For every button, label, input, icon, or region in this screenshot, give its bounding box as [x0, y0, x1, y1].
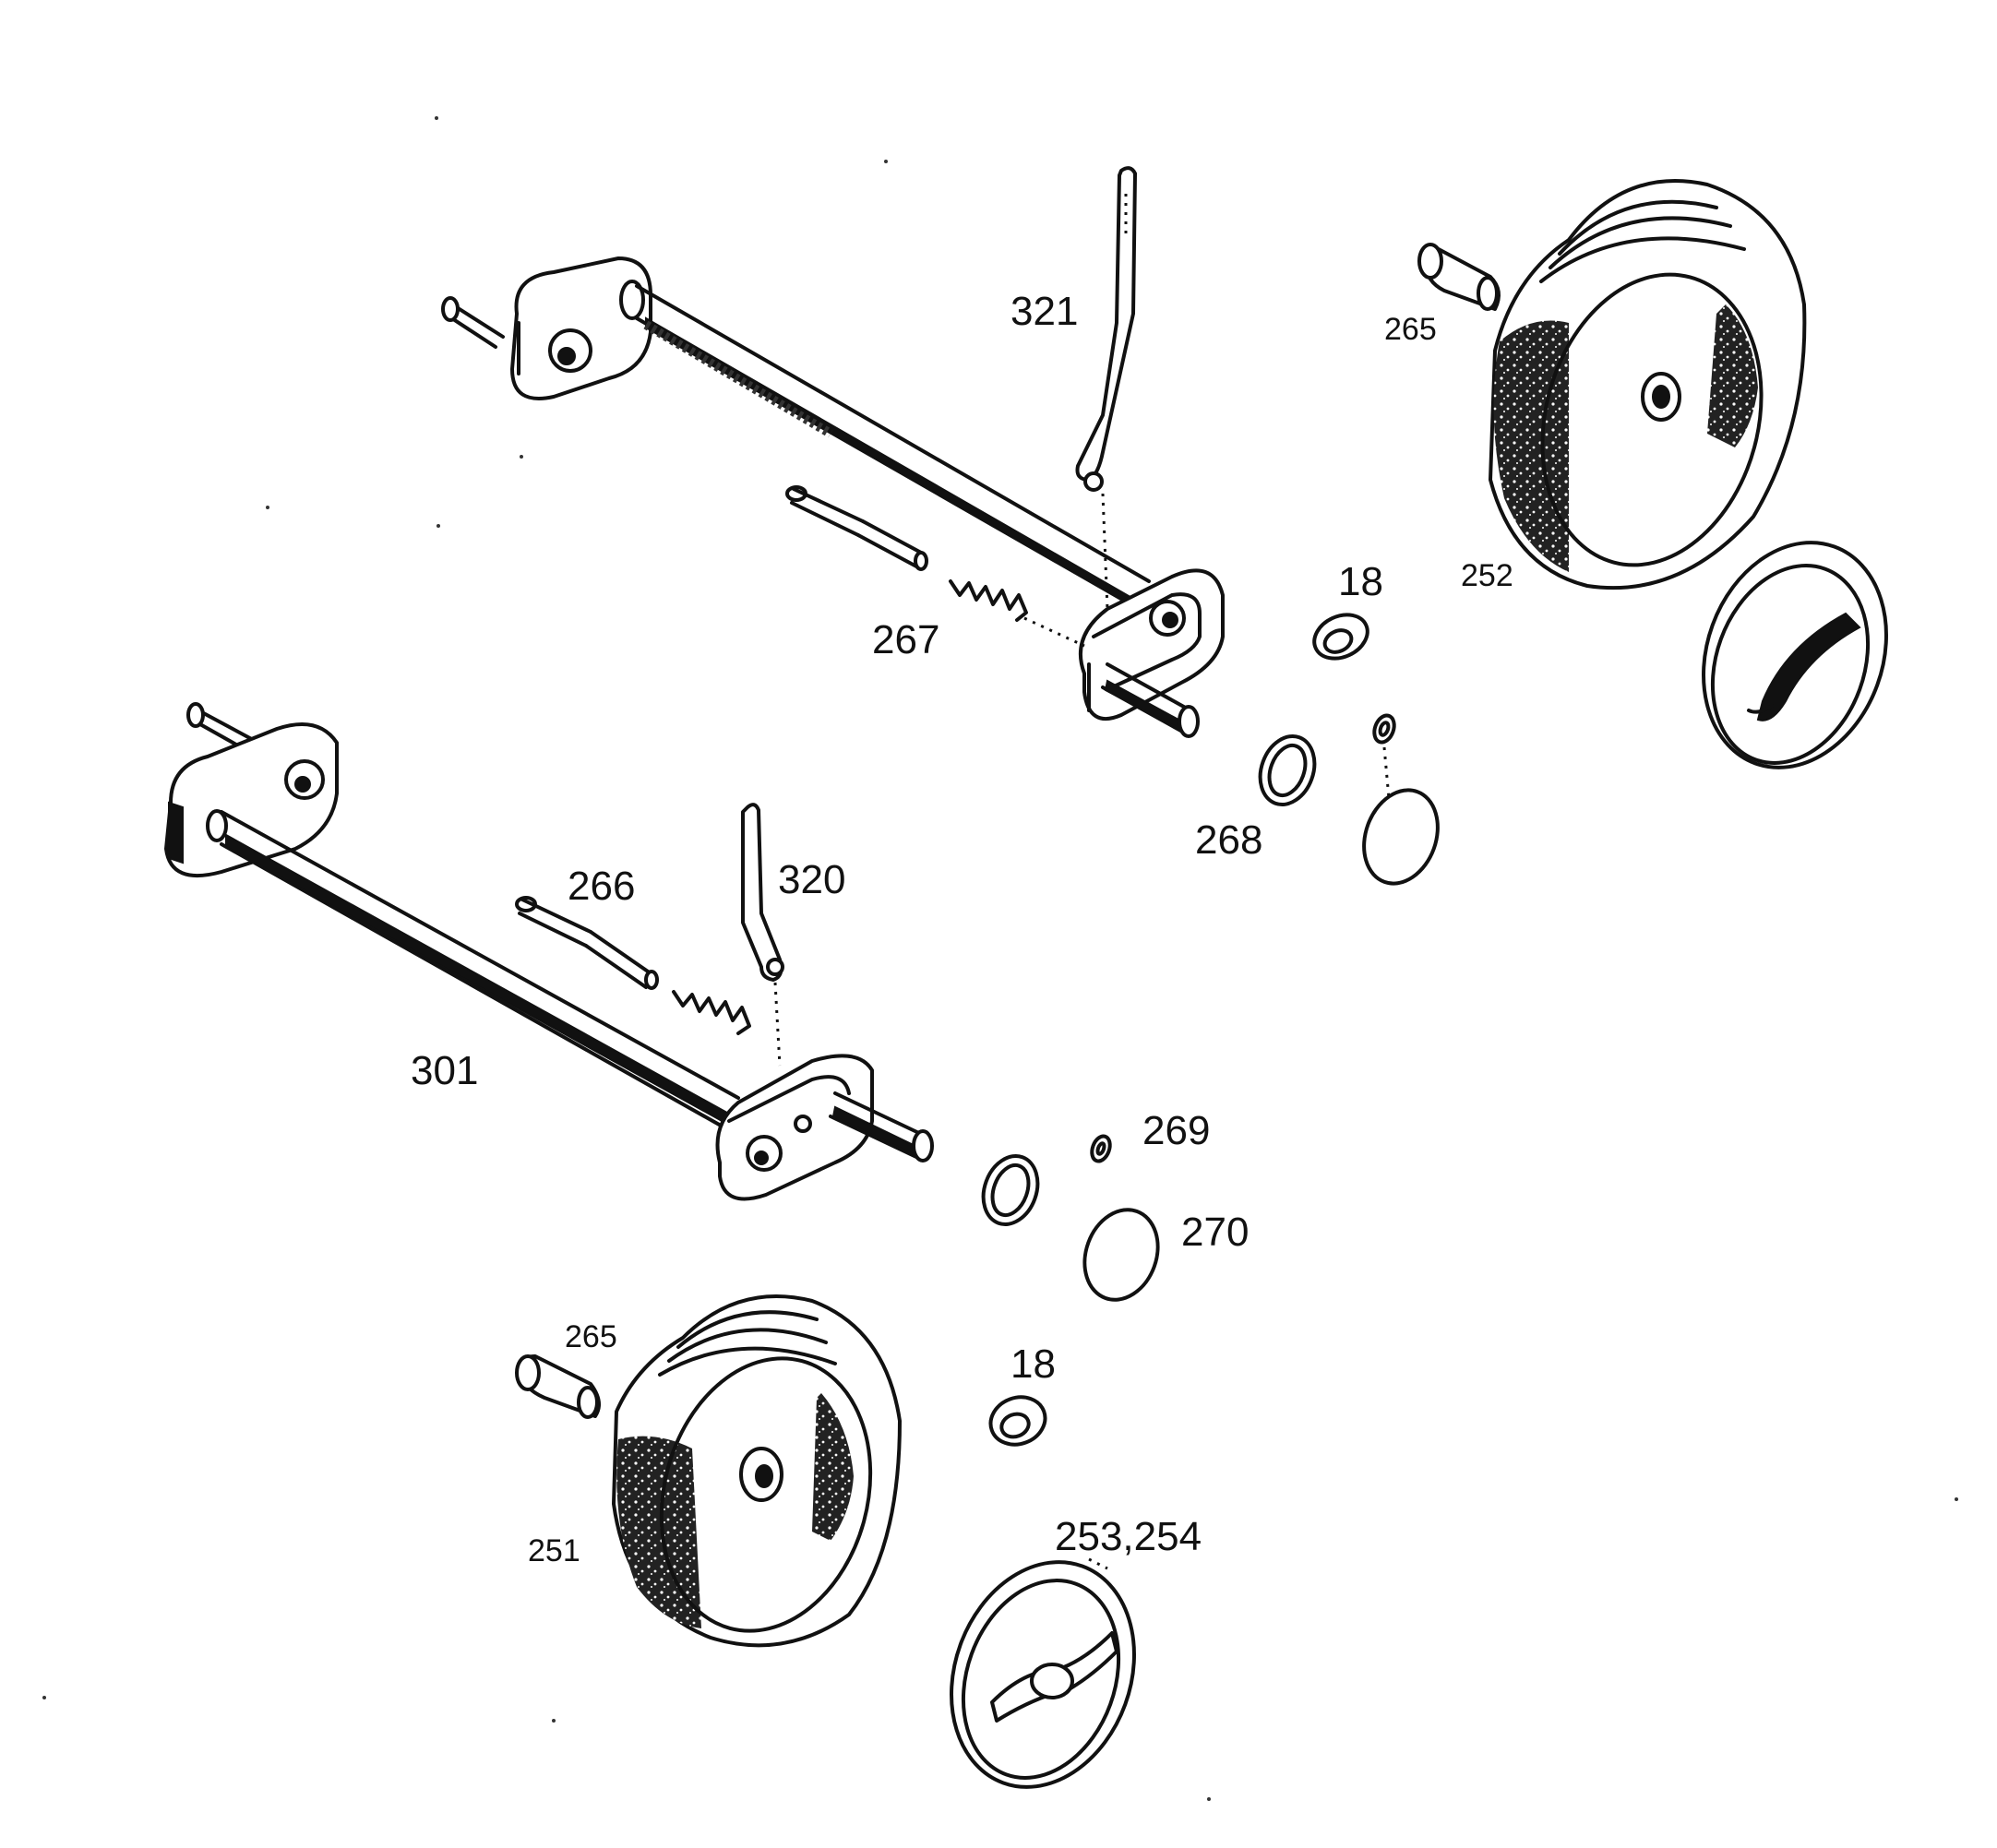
hubcap-upper: [1702, 541, 1888, 769]
label-270: 270: [1181, 1210, 1249, 1255]
label-251: 251: [528, 1533, 580, 1568]
washer-18-upper: [1312, 613, 1369, 661]
washer-18-lower: [988, 1395, 1047, 1447]
label-265-bottom: 265: [565, 1319, 617, 1354]
lower-left-stub-pin: [186, 702, 260, 755]
label-18-top: 18: [1338, 559, 1383, 604]
upper-right-stub-shaft: [1101, 662, 1200, 738]
lower-hinge-pin: [515, 896, 659, 990]
lower-spring: [672, 990, 751, 1035]
lower-axle-assembly: [164, 702, 934, 1201]
part-labels: 321 265 252 18 267 268 266 320 301 269 2…: [411, 289, 1513, 1568]
label-267: 267: [872, 617, 939, 662]
label-18-bottom: 18: [1010, 1341, 1056, 1387]
ring-lower: [981, 1154, 1040, 1226]
lever-320: [741, 803, 784, 1067]
upper-hinge-pin: [785, 485, 928, 571]
label-265-top: 265: [1384, 312, 1437, 347]
lower-right-bracket: [715, 1054, 874, 1201]
label-266: 266: [568, 864, 635, 909]
hubcap-253-254: [950, 1557, 1136, 1789]
lower-left-bracket: [164, 722, 339, 878]
upper-right-bracket: [1078, 568, 1225, 721]
lower-right-stub-shaft: [829, 1091, 934, 1162]
label-321: 321: [1010, 289, 1078, 334]
upper-spring: [949, 579, 1085, 648]
lower-axle-rod: [220, 810, 740, 1132]
wheel-251: [612, 1294, 902, 1648]
cap-upper: [1362, 788, 1440, 886]
bushing-265-lower: [515, 1354, 601, 1419]
clip-upper: [1372, 713, 1396, 799]
upper-left-bracket: [510, 256, 652, 400]
upper-axle-assembly: [441, 256, 1225, 738]
lever-321: [1075, 166, 1137, 610]
label-301: 301: [411, 1048, 478, 1093]
label-252: 252: [1461, 558, 1513, 593]
cap-270: [1082, 1208, 1160, 1302]
label-320: 320: [778, 857, 845, 902]
label-253-254: 253,254: [1055, 1514, 1202, 1559]
label-268: 268: [1195, 817, 1262, 863]
stray-marks: [42, 116, 1958, 1801]
wheel-252: [1489, 179, 1807, 590]
label-269: 269: [1142, 1108, 1210, 1153]
upper-axle-rod: [635, 284, 1151, 611]
upper-left-stub-pin: [441, 296, 505, 349]
clip-269: [1090, 1134, 1112, 1163]
ring-268: [1258, 734, 1317, 806]
bushing-265-upper: [1417, 243, 1501, 311]
